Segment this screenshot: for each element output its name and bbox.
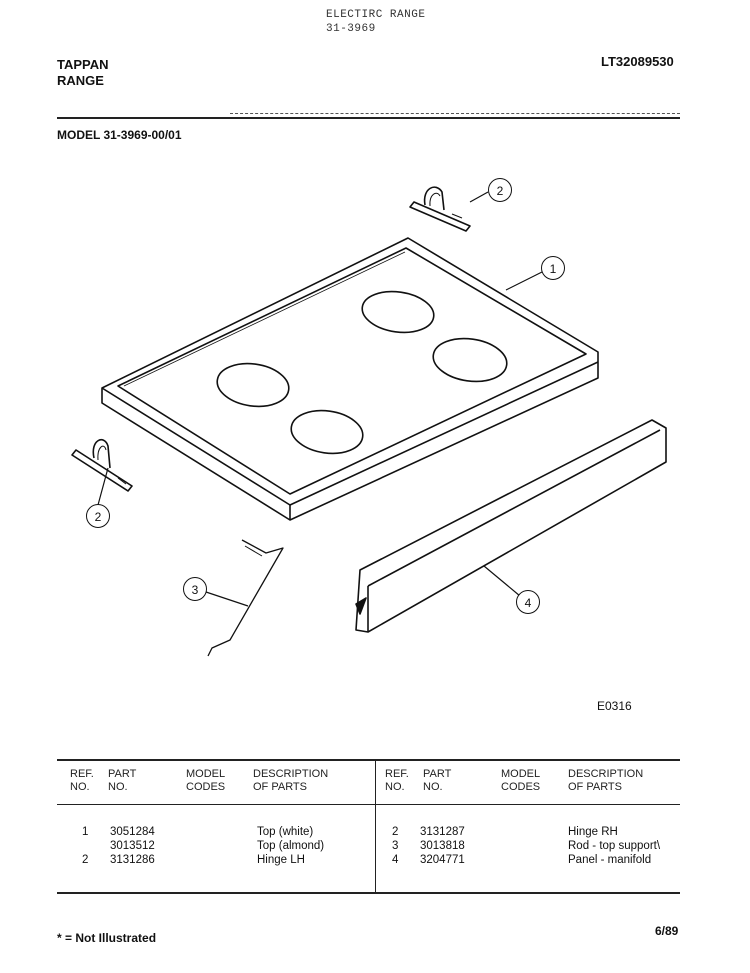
- part-number: 3051284: [110, 826, 155, 838]
- table-header-rule: [57, 804, 680, 805]
- leader-lines: [97, 191, 545, 607]
- cooktop-part: [101, 237, 599, 521]
- product-type: RANGE: [57, 73, 104, 88]
- ref-number: 1: [82, 826, 89, 838]
- model-label: MODEL 31-3969-00/01: [57, 128, 182, 142]
- manifold-panel-part: [355, 419, 667, 633]
- callout-4-panel: 4: [516, 590, 540, 614]
- support-rod-part: [207, 539, 284, 657]
- figure-code: E0316: [597, 699, 632, 713]
- callout-3-rod: 3: [183, 577, 207, 601]
- part-description: Panel - manifold: [568, 854, 652, 866]
- hinge-rh-part: [409, 186, 471, 232]
- table-top-rule: [57, 759, 680, 761]
- typed-model: 31-3969: [326, 23, 376, 35]
- callout-1-top: 1: [541, 256, 565, 280]
- header-ref-right: REF.NO.: [385, 768, 409, 793]
- ref-number: 3: [392, 840, 399, 852]
- callout-2-hinge-lh: 2: [86, 504, 110, 528]
- footnote: * = Not Illustrated: [57, 931, 157, 945]
- part-description: Hinge LH: [257, 854, 305, 866]
- part-number: 3013818: [420, 840, 465, 852]
- callout-2-hinge-rh: 2: [488, 178, 512, 202]
- part-description: Top (white): [257, 826, 314, 838]
- part-description: Top (almond): [257, 840, 325, 852]
- brand-name: TAPPAN: [57, 57, 109, 72]
- header-rule: [57, 117, 680, 119]
- part-number: 3013512: [110, 840, 155, 852]
- revision-date: 6/89: [655, 924, 679, 938]
- part-description: Rod - top support\: [568, 840, 661, 852]
- ref-number: 4: [392, 854, 399, 866]
- part-description: Hinge RH: [568, 826, 618, 838]
- table-bottom-rule: [57, 892, 680, 894]
- ref-number: 2: [82, 854, 89, 866]
- document-number: LT32089530: [601, 54, 674, 69]
- part-number: 3204771: [420, 854, 465, 866]
- header-dashed-rule: [230, 113, 680, 114]
- hinge-lh-part: [71, 438, 133, 492]
- header-ref: REF.NO.: [70, 768, 94, 793]
- table-column-divider: [375, 759, 376, 892]
- typed-title: ELECTIRC RANGE: [326, 9, 426, 21]
- part-number: 3131286: [110, 854, 155, 866]
- ref-number: 2: [392, 826, 399, 838]
- part-number: 3131287: [420, 826, 465, 838]
